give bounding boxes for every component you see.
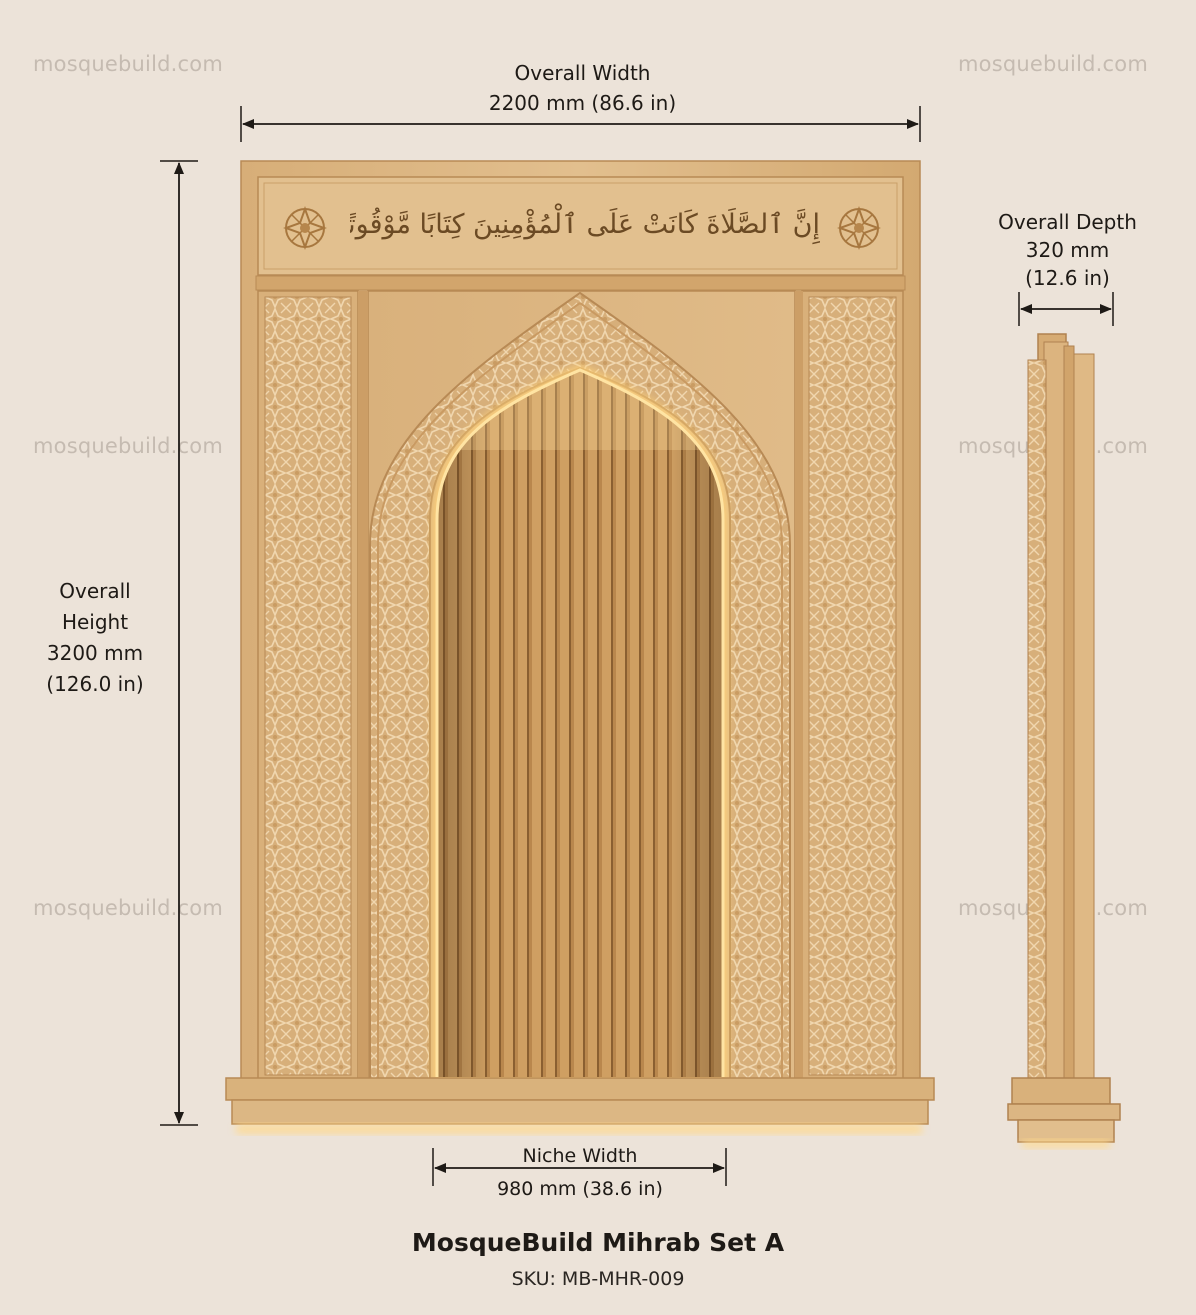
watermark: mosquebuild.com	[33, 896, 223, 920]
width-dimension-line	[240, 106, 921, 142]
product-title: MosqueBuild Mihrab Set A	[411, 1228, 785, 1257]
rosette-ornament	[283, 206, 327, 250]
depth-label-mm: 320 mm	[1025, 238, 1110, 262]
width-label: Overall Width 2200 mm (86.6 in)	[430, 58, 735, 118]
watermark: mosquebuild.com	[33, 52, 223, 76]
depth-label-in: (12.6 in)	[1025, 266, 1110, 290]
watermark: mosquebuild.com	[958, 52, 1148, 76]
watermark: mosquebuild.com	[33, 434, 223, 458]
product-sku: SKU: MB-MHR-009	[511, 1268, 685, 1290]
height-dimension-line	[160, 160, 198, 1126]
niche-width-value: 980 mm (38.6 in)	[497, 1178, 663, 1200]
depth-label-title: Overall Depth	[998, 210, 1137, 234]
niche-dimension-line	[432, 1148, 727, 1186]
front-view	[225, 160, 935, 1134]
niche-width-label: Niche Width 980 mm (38.6 in)	[455, 1140, 705, 1206]
height-label-line-1: Overall	[59, 579, 131, 603]
niche-width-title: Niche Width	[522, 1145, 638, 1167]
height-label-in: (126.0 in)	[46, 672, 144, 696]
height-label: Overall Height 3200 mm (126.0 in)	[20, 576, 170, 700]
arabic-inscription: إِنَّ ٱلصَّلَاةَ كَانَتْ عَلَى ٱلْمُؤْمِ…	[350, 209, 820, 240]
depth-dimension-line	[1018, 292, 1114, 326]
depth-label: Overall Depth 320 mm (12.6 in)	[985, 208, 1150, 292]
height-label-mm: 3200 mm	[46, 641, 144, 665]
height-label-line-2: Height	[61, 610, 129, 634]
side-view	[1007, 333, 1121, 1148]
width-label-title: Overall Width	[514, 61, 651, 85]
rosette-ornament	[837, 206, 881, 250]
width-label-value: 2200 mm (86.6 in)	[488, 91, 677, 115]
